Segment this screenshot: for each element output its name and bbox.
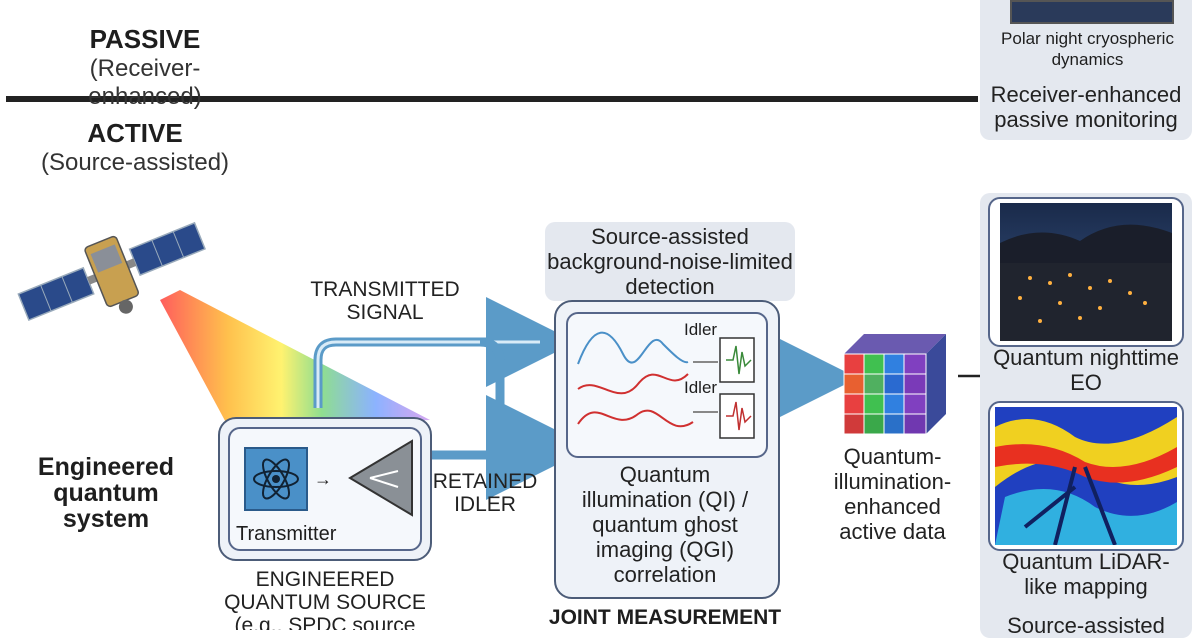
rainbow-beam bbox=[160, 290, 430, 430]
lidar-caption: Quantum LiDAR-like mapping bbox=[1002, 549, 1170, 599]
lidar-card bbox=[988, 401, 1184, 551]
active-subtitle: (Source-assisted) bbox=[40, 149, 230, 176]
source-caption: ENGINEERED QUANTUM SOURCE (e.g., SPDC so… bbox=[224, 568, 426, 630]
idler-label-1: Idler bbox=[684, 320, 718, 339]
transmitter-label: Transmitter bbox=[236, 523, 337, 545]
source-assisted-footer: Source-assisted bbox=[1007, 613, 1165, 638]
waveform-graphics bbox=[577, 331, 755, 439]
passive-subtitle: (Receiver-enhanced) bbox=[88, 55, 202, 110]
lidar-mapping-image bbox=[995, 407, 1177, 545]
transmitted-signal-label: TRANSMITTED SIGNAL bbox=[310, 278, 460, 324]
nighttime-eo-card bbox=[988, 197, 1184, 347]
beam-splitter-icon bbox=[348, 439, 413, 517]
right-panel-bottom: Quantum nighttime EO Quantum LiDAR-like … bbox=[980, 193, 1192, 638]
nighttime-eo-caption: Quantum nighttime EO bbox=[993, 345, 1179, 395]
atom-icon bbox=[244, 447, 308, 511]
data-cube-icon bbox=[843, 334, 946, 435]
detection-caption: Source-assisted background-noise-limited… bbox=[545, 222, 795, 301]
satellite-icon bbox=[17, 221, 206, 322]
active-title: ACTIVE bbox=[87, 118, 183, 148]
arrow-glyph: → bbox=[314, 469, 332, 489]
nighttime-eo-image bbox=[1000, 203, 1172, 341]
passive-title: PASSIVE bbox=[89, 24, 201, 54]
correlation-caption: Quantum illumination (QI) / quantum ghos… bbox=[581, 462, 749, 587]
data-caption: Quantum-illumination-enhanced active dat… bbox=[833, 444, 952, 544]
source-box: → Transmitter bbox=[218, 417, 432, 561]
joint-measurement-label: JOINT MEASUREMENT bbox=[548, 606, 782, 629]
waveform-panel: Idler Idler bbox=[566, 312, 768, 458]
polar-night-caption: Polar night cryospheric dynamics bbox=[1001, 29, 1174, 69]
system-label: Engineered quantum system bbox=[37, 453, 175, 533]
passive-header: PASSIVE (Receiver-enhanced) bbox=[50, 24, 240, 111]
retained-idler-label: RETAINED IDLER bbox=[432, 470, 538, 516]
joint-measurement-box: Idler Idler Quantum illumination (QI) / … bbox=[554, 300, 780, 599]
source-inner: → Transmitter bbox=[228, 427, 422, 551]
right-panel-top: Polar night cryospheric dynamics Receive… bbox=[980, 0, 1192, 140]
idler-label-2: Idler bbox=[684, 378, 718, 397]
polar-night-image bbox=[1010, 0, 1174, 24]
branch-arrow bbox=[479, 337, 576, 485]
section-divider bbox=[6, 96, 978, 102]
active-header: ACTIVE (Source-assisted) bbox=[40, 118, 230, 177]
passive-monitoring-footer: Receiver-enhanced passive monitoring bbox=[990, 82, 1182, 132]
